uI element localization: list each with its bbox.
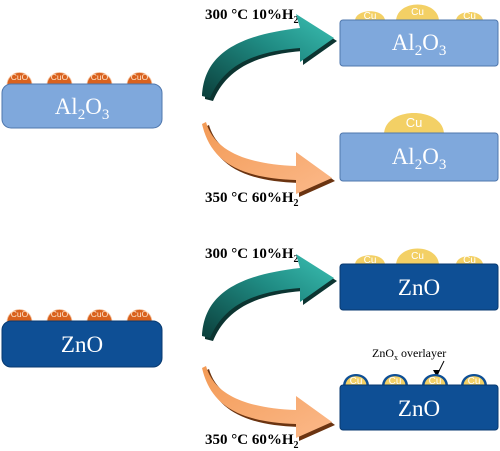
al2o3-support — [339, 19, 499, 67]
zno-label: ZnO — [398, 275, 440, 300]
zno-support — [339, 384, 499, 431]
cu-label: Cu — [429, 376, 442, 387]
cu-label: Cu — [364, 11, 377, 22]
cuo-particle: CuO — [86, 309, 113, 323]
zno-label: ZnO — [398, 396, 440, 421]
cuo-label: CuO — [51, 72, 69, 82]
zno-label: ZnO — [61, 332, 103, 357]
cu-particle-coated: Cu — [343, 374, 369, 387]
al2o3-cuo-catalyst: CuO CuO CuO CuO Al2O3 — [1, 72, 163, 129]
cuo-label: CuO — [11, 309, 29, 319]
cu-label: Cu — [463, 255, 476, 266]
arrow-mild-zno — [202, 254, 334, 338]
cuo-particle: CuO — [86, 72, 113, 86]
cuo-label: CuO — [91, 309, 109, 319]
al2o3-label: Al2O3 — [55, 94, 110, 123]
cuo-label: CuO — [51, 309, 69, 319]
zno-cu-dispersed: Cu Cu Cu ZnO — [339, 248, 499, 311]
cuo-particle: CuO — [46, 72, 73, 86]
zno-support — [1, 320, 163, 368]
cuo-label: CuO — [131, 72, 149, 82]
overlayer-label: ZnOx overlayer — [372, 346, 446, 362]
condition-label-mild: 300 °C 10%H2 — [205, 246, 299, 265]
cu-particle-coated: Cu — [422, 374, 448, 387]
cu-particle: Cu — [355, 11, 385, 22]
cuo-label: CuO — [91, 72, 109, 82]
cu-label: Cu — [411, 7, 424, 18]
al2o3-cu-sintered: Cu Al2O3 — [339, 113, 499, 182]
cu-label: Cu — [364, 255, 377, 266]
arrow-mild-al2o3 — [202, 14, 334, 98]
cu-particle: Cu — [396, 4, 439, 21]
cu-particle: Cu — [456, 255, 483, 266]
condition-label-harsh: 350 °C 60%H2 — [205, 432, 299, 451]
cu-particle-large: Cu — [384, 113, 444, 134]
condition-label-harsh: 350 °C 60%H2 — [205, 190, 299, 209]
cu-label: Cu — [463, 11, 476, 22]
cuo-particle: CuO — [6, 309, 33, 323]
al2o3-label: Al2O3 — [392, 30, 447, 59]
cuo-particle: CuO — [46, 309, 73, 323]
overlayer-pointer-head — [433, 370, 440, 377]
cuo-particle: CuO — [126, 72, 153, 86]
cuo-particle: CuO — [6, 72, 33, 86]
zno-cuo-catalyst: CuO CuO CuO CuO ZnO — [1, 309, 163, 368]
al2o3-label: Al2O3 — [392, 144, 447, 173]
zno-cu-overlayer: ZnOx overlayer Cu Cu Cu Cu ZnO — [339, 346, 499, 431]
al2o3-support — [1, 83, 163, 129]
cu-particle-coated: Cu — [382, 374, 408, 387]
cu-label: Cu — [411, 251, 424, 262]
condition-label-mild: 300 °C 10%H2 — [205, 7, 299, 26]
cu-label: Cu — [389, 376, 402, 387]
al2o3-cu-dispersed: Cu Cu Cu Al2O3 — [339, 4, 499, 67]
cuo-particle: CuO — [126, 309, 153, 323]
zno-support — [339, 263, 499, 311]
cu-label: Cu — [350, 376, 363, 387]
cu-particle: Cu — [396, 248, 439, 265]
cu-particle: Cu — [456, 11, 483, 22]
cu-label: Cu — [406, 115, 423, 130]
cuo-label: CuO — [11, 72, 29, 82]
cu-label: Cu — [468, 376, 481, 387]
cu-particle: Cu — [355, 255, 385, 266]
cuo-label: CuO — [131, 309, 149, 319]
arrow-harsh-al2o3 — [202, 122, 332, 194]
arrow-harsh-zno — [202, 366, 332, 438]
cu-particle-coated: Cu — [461, 374, 487, 387]
al2o3-support — [339, 132, 499, 182]
